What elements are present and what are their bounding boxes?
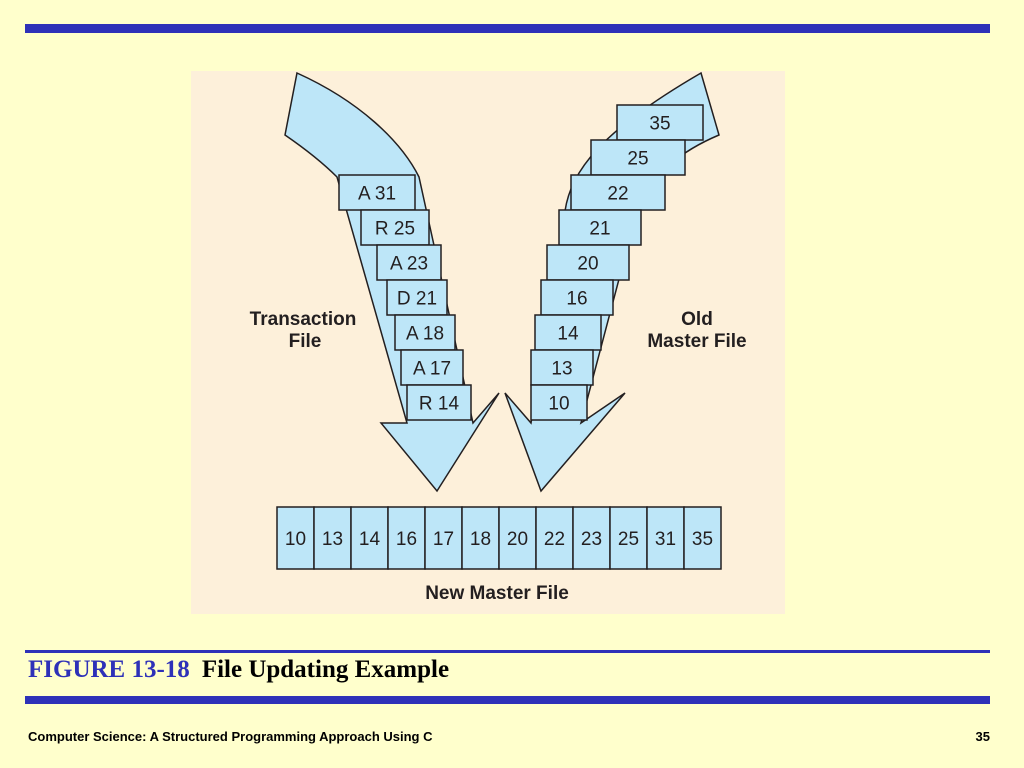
new-master-record-cell xyxy=(424,506,463,570)
transaction-record-cell xyxy=(360,209,430,246)
new-master-record-value: 20 xyxy=(507,529,528,550)
old-master-record-value: 13 xyxy=(551,359,572,380)
old-master-record-cell xyxy=(530,349,594,386)
old-master-record-cell xyxy=(546,244,630,281)
new-master-record-value: 18 xyxy=(470,529,491,550)
caption-rule xyxy=(25,650,990,653)
new-master-record-cell xyxy=(313,506,352,570)
old-master-record-value: 21 xyxy=(589,219,610,240)
bottom-rule xyxy=(25,696,990,704)
transaction-record-value: R 25 xyxy=(375,219,415,240)
new-master-record-value: 16 xyxy=(396,529,417,550)
old-master-record-value: 22 xyxy=(607,184,628,205)
new-master-record-value: 31 xyxy=(655,529,676,550)
new-master-record-cell xyxy=(498,506,537,570)
old-master-record-cell xyxy=(590,139,686,176)
file-update-diagram: A 31R 25A 23D 21A 18A 17R 14 35252221201… xyxy=(250,71,747,604)
old-master-record-cell xyxy=(616,104,704,141)
footer-page-number: 35 xyxy=(975,729,990,744)
new-master-record-cell xyxy=(350,506,389,570)
transaction-record-cell xyxy=(394,314,456,351)
top-rule xyxy=(25,24,990,33)
new-master-record-value: 22 xyxy=(544,529,565,550)
figure-title: File Updating Example xyxy=(201,656,450,683)
transaction-record-cell xyxy=(338,174,416,211)
new-master-label: New Master File xyxy=(425,583,569,604)
transaction-label-line1: Transaction xyxy=(250,309,357,330)
figure-caption: FIGURE 13-18 File Updating Example xyxy=(28,656,449,684)
new-master-record-cell xyxy=(276,506,315,570)
transaction-record-value: A 17 xyxy=(413,359,451,380)
old-master-record-value: 25 xyxy=(627,149,648,170)
transaction-record-cell xyxy=(386,279,448,316)
new-master-record-cell xyxy=(387,506,426,570)
transaction-label-line2: File xyxy=(289,331,322,352)
new-master-record-cell xyxy=(646,506,685,570)
new-master-record-cell xyxy=(572,506,611,570)
new-master-record-cell xyxy=(535,506,574,570)
old-master-record-value: 14 xyxy=(557,324,579,345)
old-master-record-cell xyxy=(530,384,588,421)
old-master-label-line2: Master File xyxy=(647,331,746,352)
new-master-record-value: 10 xyxy=(285,529,306,550)
transaction-record-cell xyxy=(406,384,472,421)
new-master-record-value: 14 xyxy=(359,529,381,550)
new-master-record-value: 13 xyxy=(322,529,343,550)
transaction-record-value: A 18 xyxy=(406,324,444,345)
transaction-record-value: D 21 xyxy=(397,289,437,310)
new-master-record-value: 35 xyxy=(692,529,713,550)
new-master-record-cell xyxy=(683,506,722,570)
old-master-record-value: 10 xyxy=(548,394,569,415)
old-master-record-value: 35 xyxy=(649,114,670,135)
footer-book-title: Computer Science: A Structured Programmi… xyxy=(28,729,433,744)
transaction-record-value: A 23 xyxy=(390,254,428,275)
old-master-record-cell xyxy=(558,209,642,246)
figure-number: FIGURE 13-18 xyxy=(28,656,190,683)
new-master-record-value: 25 xyxy=(618,529,639,550)
old-master-record-value: 20 xyxy=(577,254,598,275)
old-master-label-line1: Old xyxy=(681,309,713,330)
transaction-record-value: A 31 xyxy=(358,184,396,205)
new-master-record-value: 17 xyxy=(433,529,454,550)
transaction-record-value: R 14 xyxy=(419,394,460,415)
new-master-record-value: 23 xyxy=(581,529,602,550)
new-master-record-cell xyxy=(609,506,648,570)
old-master-record-value: 16 xyxy=(566,289,587,310)
